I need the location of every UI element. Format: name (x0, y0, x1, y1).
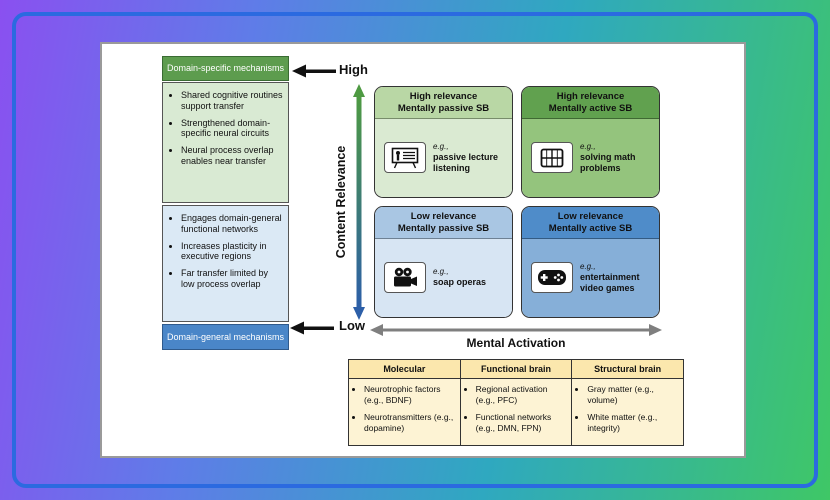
example-label: solving math problems (580, 152, 636, 173)
table-cell-structural-brain: Gray matter (e.g., volume) White matter … (571, 378, 684, 446)
figure-panel: Domain-specific mechanisms Shared cognit… (100, 42, 746, 458)
quadrant-body: e.g., solving math problems (522, 118, 659, 197)
table-bullet: Neurotrophic factors (e.g., BDNF) (364, 384, 457, 405)
quadrant-high-relevance-passive: High relevance Mentally passive SB (374, 86, 513, 198)
quadrant-high-relevance-active: High relevance Mentally active SB (521, 86, 660, 198)
quadrant-example: e.g., soap operas (433, 267, 503, 288)
quadrant-example: e.g., entertainment video games (580, 262, 650, 294)
table-bullet: Regional activation (e.g., PFC) (476, 384, 569, 405)
content-relevance-axis-label: Content Relevance (334, 145, 348, 259)
quadrant-header-line2: Mentally passive SB (397, 102, 490, 114)
low-label: Low (339, 318, 365, 333)
eg-label: e.g., (580, 142, 596, 152)
quadrant-header-line2: Mentally passive SB (397, 222, 490, 234)
eg-label: e.g., (433, 142, 449, 152)
frame-border (12, 12, 818, 488)
table-header-functional-brain: Functional brain (459, 359, 573, 379)
high-label: High (339, 62, 368, 77)
domain-general-bullets: Engages domain-general functional networ… (165, 213, 284, 290)
domain-specific-header: Domain-specific mechanisms (162, 56, 289, 81)
table-bullet: Functional networks (e.g., DMN, FPN) (476, 412, 569, 433)
quadrant-grid: High relevance Mentally passive SB (374, 86, 660, 318)
quadrant-example: e.g., passive lecture listening (433, 142, 503, 174)
quadrant-body: e.g., soap operas (375, 238, 512, 317)
domain-specific-bullets: Shared cognitive routines support transf… (165, 90, 284, 167)
mechanisms-table-wrap: Molecular Functional brain Structural br… (348, 359, 684, 446)
table-header-molecular: Molecular (348, 359, 461, 379)
content-relevance-axis-arrow-icon (353, 84, 365, 320)
bullet-item: Engages domain-general functional networ… (181, 213, 284, 235)
quadrant-header-line1: High relevance (556, 91, 625, 102)
quadrant-header: High relevance Mentally passive SB (375, 87, 512, 119)
example-label: soap operas (433, 277, 487, 288)
mental-activation-axis-label: Mental Activation (466, 336, 566, 350)
table-bullet: Gray matter (e.g., volume) (587, 384, 680, 405)
quadrant-header-line1: High relevance (409, 91, 478, 102)
table-cell-functional-brain: Regional activation (e.g., PFC) Function… (459, 378, 573, 446)
quadrant-header-line1: Low relevance (557, 211, 624, 222)
eg-label: e.g., (433, 267, 449, 277)
bullet-item: Far transfer limited by low process over… (181, 268, 284, 290)
table-header-structural-brain: Structural brain (571, 359, 684, 379)
bullet-item: Neural process overlap enables near tran… (181, 145, 284, 167)
table-bullet: White matter (e.g., integrity) (587, 412, 680, 433)
lecture-screen-icon (384, 142, 426, 174)
bullet-item: Shared cognitive routines support transf… (181, 90, 284, 112)
movie-camera-icon (384, 262, 426, 294)
table-body-row: Neurotrophic factors (e.g., BDNF) Neurot… (348, 378, 684, 446)
quadrant-low-relevance-active: Low relevance Mentally active SB (521, 206, 660, 318)
game-controller-icon (531, 262, 573, 294)
quadrant-header: Low relevance Mentally passive SB (375, 207, 512, 239)
quadrant-low-relevance-passive: Low relevance Mentally passive SB (374, 206, 513, 318)
domain-general-header: Domain-general mechanisms (162, 324, 289, 350)
table-header-row: Molecular Functional brain Structural br… (348, 359, 684, 379)
table-cell-molecular: Neurotrophic factors (e.g., BDNF) Neurot… (348, 378, 461, 446)
arrow-left-high-icon (292, 64, 336, 78)
eg-label: e.g., (580, 262, 596, 272)
domain-specific-box: Shared cognitive routines support transf… (162, 82, 289, 203)
math-grid-icon (531, 142, 573, 174)
quadrant-header: High relevance Mentally active SB (522, 87, 659, 119)
quadrant-header: Low relevance Mentally active SB (522, 207, 659, 239)
example-label: passive lecture listening (433, 152, 499, 173)
quadrant-body: e.g., entertainment video games (522, 238, 659, 317)
quadrant-example: e.g., solving math problems (580, 142, 650, 174)
bullet-item: Strengthened domain-specific neural circ… (181, 118, 284, 140)
table-bullet: Neurotransmitters (e.g., dopamine) (364, 412, 457, 433)
domain-general-box: Engages domain-general functional networ… (162, 205, 289, 322)
mental-activation-axis-arrow-icon (370, 324, 662, 336)
quadrant-header-line2: Mentally active SB (548, 102, 633, 114)
quadrant-header-line1: Low relevance (410, 211, 477, 222)
quadrant-header-line2: Mentally active SB (548, 222, 633, 234)
example-label: entertainment video games (580, 272, 640, 293)
quadrant-body: e.g., passive lecture listening (375, 118, 512, 197)
mechanisms-table: Molecular Functional brain Structural br… (348, 359, 684, 446)
arrow-left-low-icon (290, 321, 334, 335)
bullet-item: Increases plasticity in executive region… (181, 241, 284, 263)
